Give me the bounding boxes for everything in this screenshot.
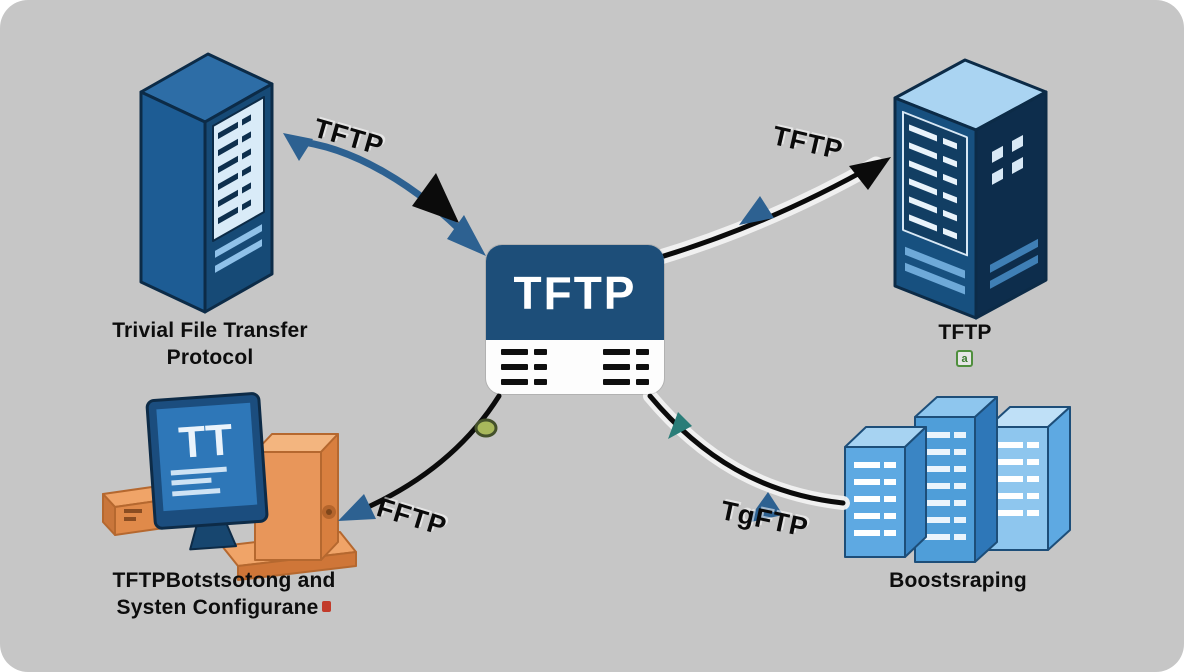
teal-arrowhead-icon — [668, 412, 692, 439]
arrow-bottom-left — [338, 393, 502, 521]
label-line: Systen Configurane — [88, 595, 360, 622]
label-text: Systen Configurane — [116, 595, 319, 619]
monitor-icon: TT — [145, 392, 269, 551]
label-line: TFTP — [938, 321, 992, 344]
server-bottom-stripes — [215, 224, 262, 273]
red-mark-icon — [322, 600, 332, 612]
green-knob-icon — [474, 418, 498, 438]
server-tower-top-left-icon — [139, 52, 274, 314]
vent-column-left — [501, 349, 547, 385]
label-line: Protocol — [166, 345, 254, 369]
label-bottom-left-workstation: TFTPBotstsotong and Systen Configurane — [88, 568, 360, 622]
favicon-badge-icon: a — [956, 350, 973, 367]
label-top-right-server: TFTP — [900, 320, 1030, 347]
label-line: TFTPBotstsotong and — [112, 569, 336, 592]
arrow-top-left — [283, 133, 486, 256]
center-node-title: TFTP — [486, 245, 664, 340]
server-panel — [902, 110, 968, 257]
black-arrowhead-icon — [849, 157, 891, 190]
server-vent-rows — [218, 114, 251, 225]
blue-arrowhead-icon — [739, 196, 774, 225]
screen-text-lines — [170, 466, 227, 497]
server-tower-top-right-icon — [893, 58, 1048, 320]
label-line: Boostsraping — [889, 569, 1027, 592]
rack-tower-right — [987, 406, 1071, 551]
blue-arrowhead-icon — [746, 492, 783, 523]
orange-tower-icon — [254, 433, 339, 561]
vent-column-right — [603, 349, 649, 385]
label-bottom-right-servers: Boostsraping — [858, 568, 1058, 595]
arrow-top-right — [646, 156, 891, 267]
blue-arrowhead-icon — [447, 215, 486, 256]
label-top-left-server: Trivial File Transfer Protocol — [85, 318, 335, 372]
arrow-bottom-right — [643, 389, 850, 523]
rack-tower-left — [844, 426, 927, 558]
workstation-bottom-left-icon: TT — [102, 392, 357, 581]
label-line: Trivial File Transfer — [112, 319, 308, 342]
server-rack-bottom-right-icon — [844, 396, 1071, 563]
center-node-vents — [486, 340, 664, 394]
tftp-center-node: TFTP — [486, 245, 664, 394]
server-bottom-stripes — [905, 246, 965, 295]
blue-arrowhead-icon — [338, 494, 376, 521]
rack-tower-middle — [914, 396, 998, 563]
server-side-details — [990, 134, 1038, 289]
black-arrowhead-icon — [412, 173, 459, 223]
monitor-screen-text: TT — [177, 415, 234, 468]
